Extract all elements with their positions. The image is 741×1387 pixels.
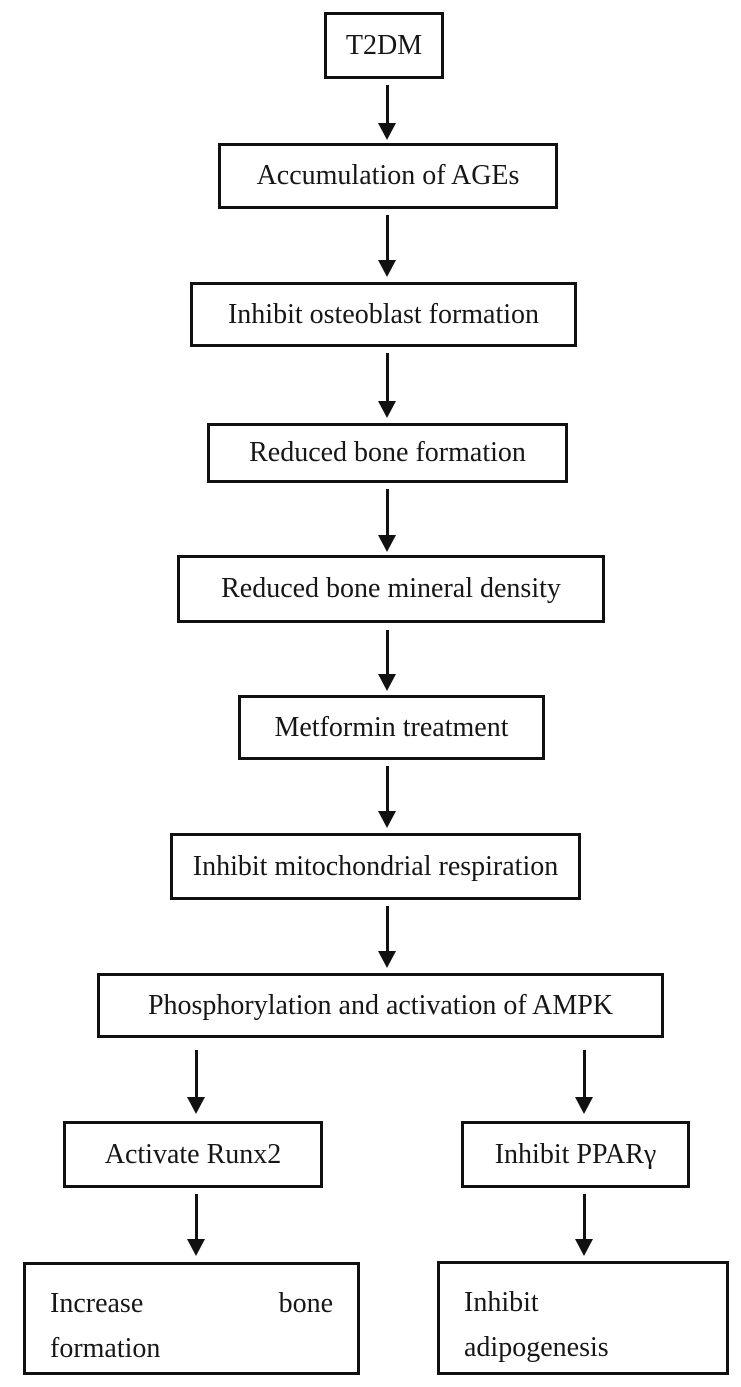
- node-activate-runx2: Activate Runx2: [63, 1121, 323, 1188]
- arrow-head: [378, 951, 396, 968]
- arrow-head: [378, 535, 396, 552]
- arrow-ages-to-osteoblast: [378, 215, 396, 277]
- arrow-head: [378, 811, 396, 828]
- node-inhibit-mitochondrial-respiration: Inhibit mitochondrial respiration: [170, 833, 581, 900]
- arrow-shaft: [385, 630, 389, 674]
- node-text-line: adipogenesis: [464, 1332, 609, 1364]
- arrow-t2dm-to-ages: [378, 85, 396, 140]
- arrow-shaft: [385, 766, 389, 811]
- node-reduced-bone-formation: Reduced bone formation: [207, 423, 568, 483]
- node-reduced-bone-mineral-density: Reduced bone mineral density: [177, 555, 605, 623]
- arrow-shaft: [385, 85, 389, 123]
- arrow-head: [378, 123, 396, 140]
- node-inhibit-adipogenesis: Inhibit adipogenesis: [437, 1261, 729, 1375]
- arrow-mitochondrial-to-ampk: [378, 906, 396, 968]
- arrow-shaft: [385, 215, 389, 260]
- arrow-head: [378, 401, 396, 418]
- arrow-head: [378, 260, 396, 277]
- arrow-ampk-to-pparg: [575, 1050, 593, 1114]
- arrow-bone-formation-to-bmd: [378, 489, 396, 552]
- arrow-runx2-to-increase-bone: [187, 1194, 205, 1256]
- arrow-shaft: [385, 353, 389, 401]
- node-t2dm: T2DM: [324, 12, 444, 79]
- arrow-shaft: [194, 1050, 198, 1097]
- arrow-bmd-to-metformin: [378, 630, 396, 691]
- arrow-shaft: [385, 906, 389, 951]
- arrow-pparg-to-adipogenesis: [575, 1194, 593, 1256]
- node-increase-bone-formation: Increase bone formation: [23, 1262, 360, 1375]
- node-accumulation-of-ages: Accumulation of AGEs: [218, 143, 558, 209]
- node-text-line: Inhibit: [464, 1287, 539, 1318]
- node-text-line: Increase bone: [50, 1281, 333, 1326]
- node-metformin-treatment: Metformin treatment: [238, 695, 545, 760]
- arrow-head: [575, 1239, 593, 1256]
- arrow-osteoblast-to-bone-formation: [378, 353, 396, 418]
- node-text-word: Increase: [50, 1288, 144, 1319]
- node-inhibit-osteoblast-formation: Inhibit osteoblast formation: [190, 282, 577, 347]
- arrow-shaft: [194, 1194, 198, 1239]
- node-inhibit-pparg: Inhibit PPARγ: [461, 1121, 690, 1188]
- arrow-head: [187, 1097, 205, 1114]
- node-text-line: formation: [50, 1333, 161, 1365]
- arrow-ampk-to-runx2: [187, 1050, 205, 1114]
- arrow-shaft: [385, 489, 389, 535]
- node-text-word: bone: [278, 1288, 333, 1319]
- arrow-metformin-to-mitochondrial: [378, 766, 396, 828]
- node-phosphorylation-activation-ampk: Phosphorylation and activation of AMPK: [97, 973, 664, 1038]
- arrow-head: [187, 1239, 205, 1256]
- arrow-head: [575, 1097, 593, 1114]
- arrow-head: [378, 674, 396, 691]
- arrow-shaft: [582, 1050, 586, 1097]
- arrow-shaft: [582, 1194, 586, 1239]
